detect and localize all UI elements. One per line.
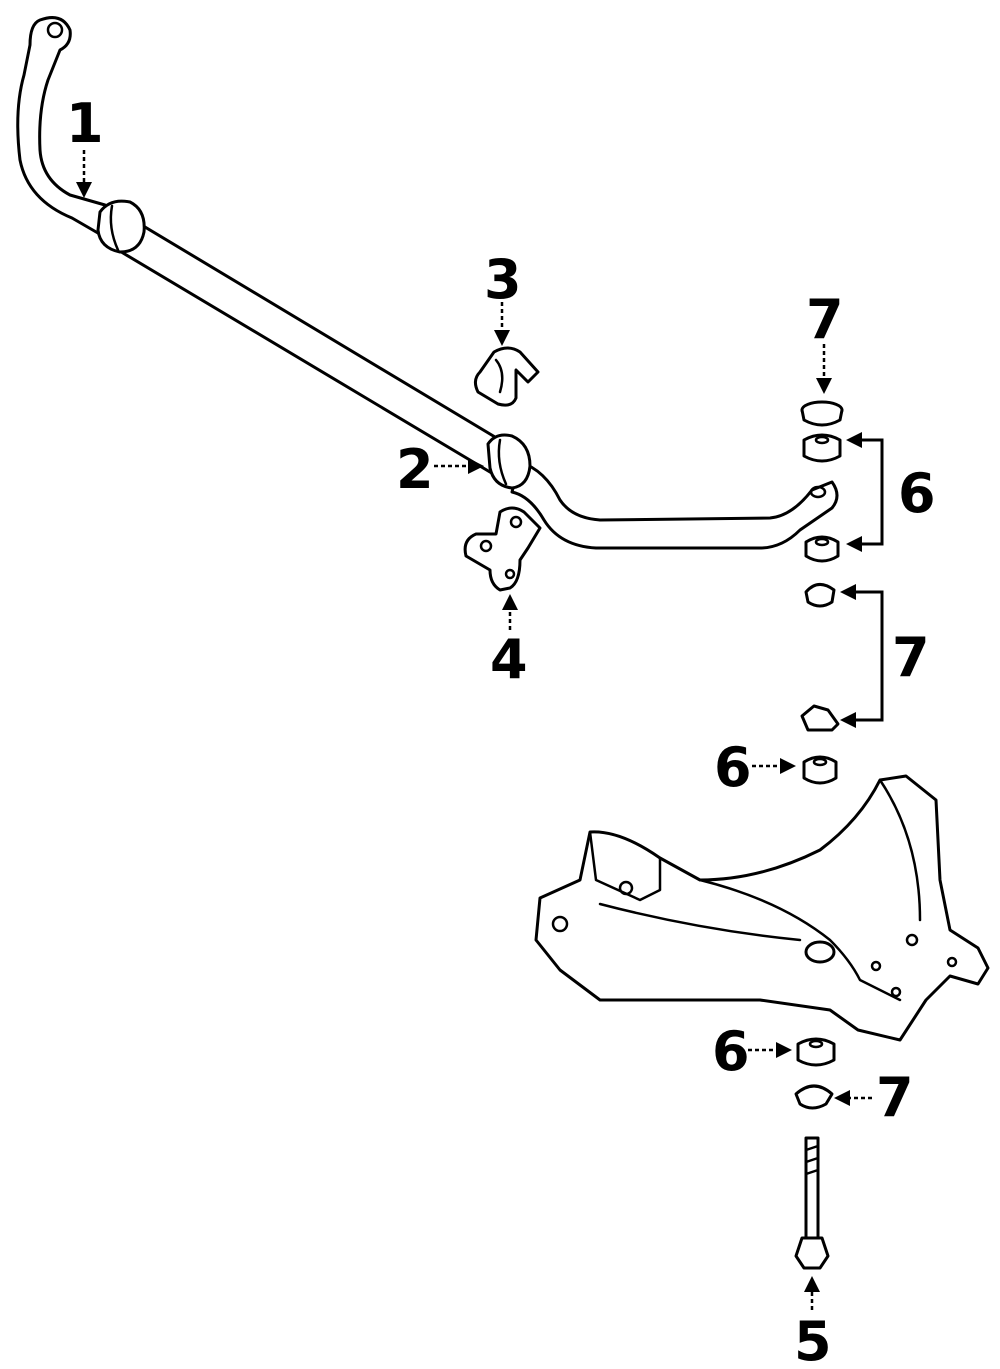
bar-bushing[interactable]	[486, 433, 532, 490]
link-grommet-lower[interactable]	[802, 755, 838, 785]
callout-6-bottom: 6	[712, 1020, 750, 1083]
callout-6-lower: 6	[714, 736, 752, 799]
link-grommet-upper[interactable]	[802, 433, 842, 463]
callout-7-bottom: 7	[876, 1066, 914, 1129]
link-grommet-middle[interactable]	[804, 535, 840, 563]
callout-7-top: 7	[806, 288, 844, 351]
callout-6-upper: 6	[898, 462, 936, 525]
lower-control-arm	[534, 774, 990, 1042]
callout-labels: 1 2 3 4 5 6 6 6 7 7 7	[66, 92, 936, 1369]
link-retainer-lower[interactable]	[800, 704, 840, 732]
bushing-clamp-upper[interactable]	[473, 346, 540, 407]
link-retainer-upper[interactable]	[804, 583, 836, 608]
link-washer-bottom[interactable]	[794, 1084, 834, 1110]
callout-7-middle: 7	[892, 626, 930, 689]
link-grommet-bottom[interactable]	[796, 1037, 836, 1067]
link-washer-top[interactable]	[800, 400, 844, 427]
callout-3: 3	[484, 248, 522, 311]
callout-4: 4	[490, 628, 528, 691]
bushing-bracket-lower[interactable]	[463, 506, 542, 592]
callout-1: 1	[66, 92, 104, 155]
leader-lines	[76, 150, 884, 1310]
callout-5: 5	[794, 1310, 832, 1369]
link-bolt[interactable]	[794, 1136, 830, 1270]
callout-2: 2	[396, 438, 434, 501]
